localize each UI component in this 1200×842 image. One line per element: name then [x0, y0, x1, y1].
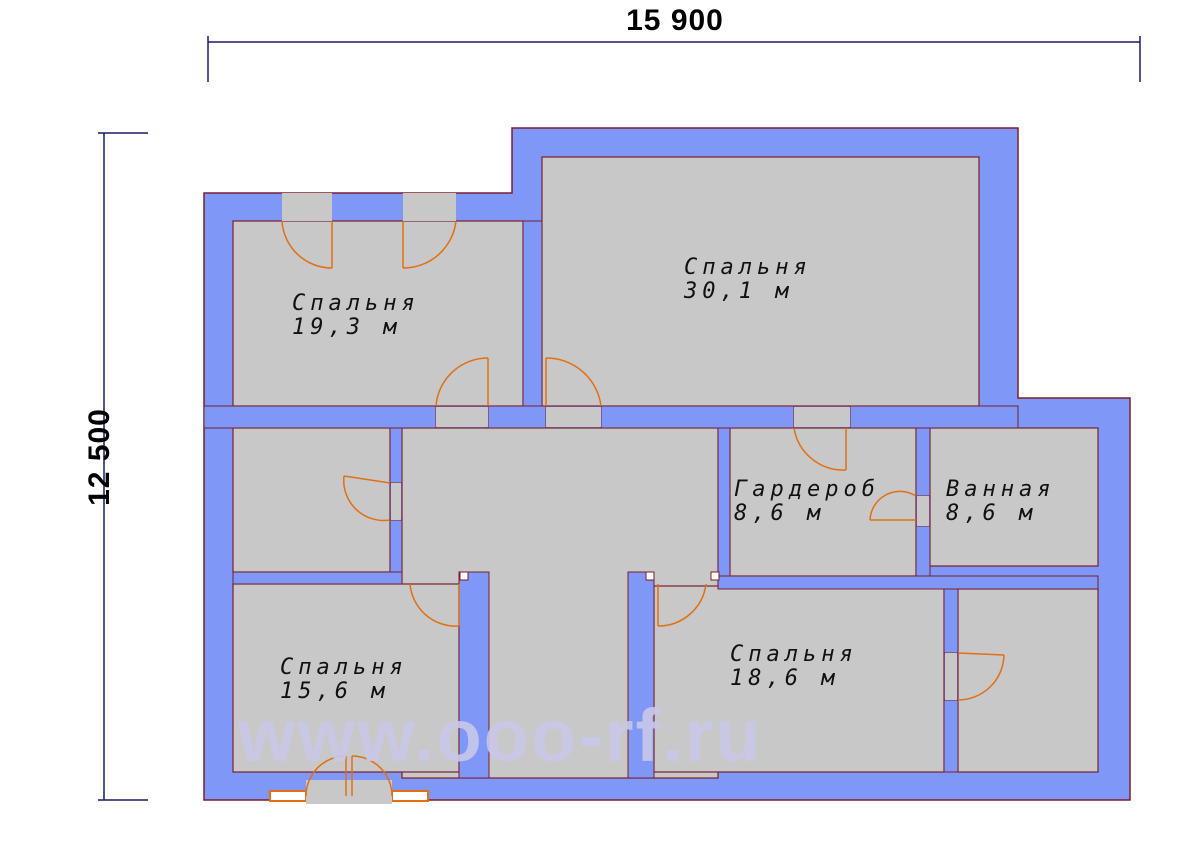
width-dimension: 15 900	[626, 4, 724, 37]
interior-walls	[203, 220, 1099, 779]
room-area: 8,6 м	[734, 501, 826, 526]
room-area: 18,6 м	[730, 666, 840, 691]
room-name: Ванная	[946, 477, 1056, 502]
room-area: 30,1 м	[684, 279, 794, 304]
room-area: 19,3 м	[292, 315, 402, 340]
dimension-lines	[98, 36, 1141, 801]
room-name: Гардероб	[734, 477, 880, 502]
room-area: 15,6 м	[280, 679, 390, 704]
room-bedroom-2	[541, 156, 980, 407]
room-name: Спальня	[684, 255, 812, 280]
room-small-right	[957, 588, 1099, 773]
door-gaps	[282, 193, 957, 700]
watermark: www.ooo-rf.ru	[238, 694, 763, 777]
room-name: Спальня	[280, 655, 408, 680]
room-small-left	[232, 427, 391, 573]
door-swings	[281, 220, 1005, 797]
room-bathroom	[929, 427, 1099, 567]
room-floors	[232, 156, 1099, 779]
room-area: 8,6 м	[946, 501, 1038, 526]
room-bedroom-1	[232, 220, 524, 407]
height-dimension: 12 500	[83, 408, 116, 506]
room-bedroom-4	[653, 585, 945, 773]
room-name: Спальня	[292, 291, 420, 316]
room-name: Спальня	[730, 642, 858, 667]
